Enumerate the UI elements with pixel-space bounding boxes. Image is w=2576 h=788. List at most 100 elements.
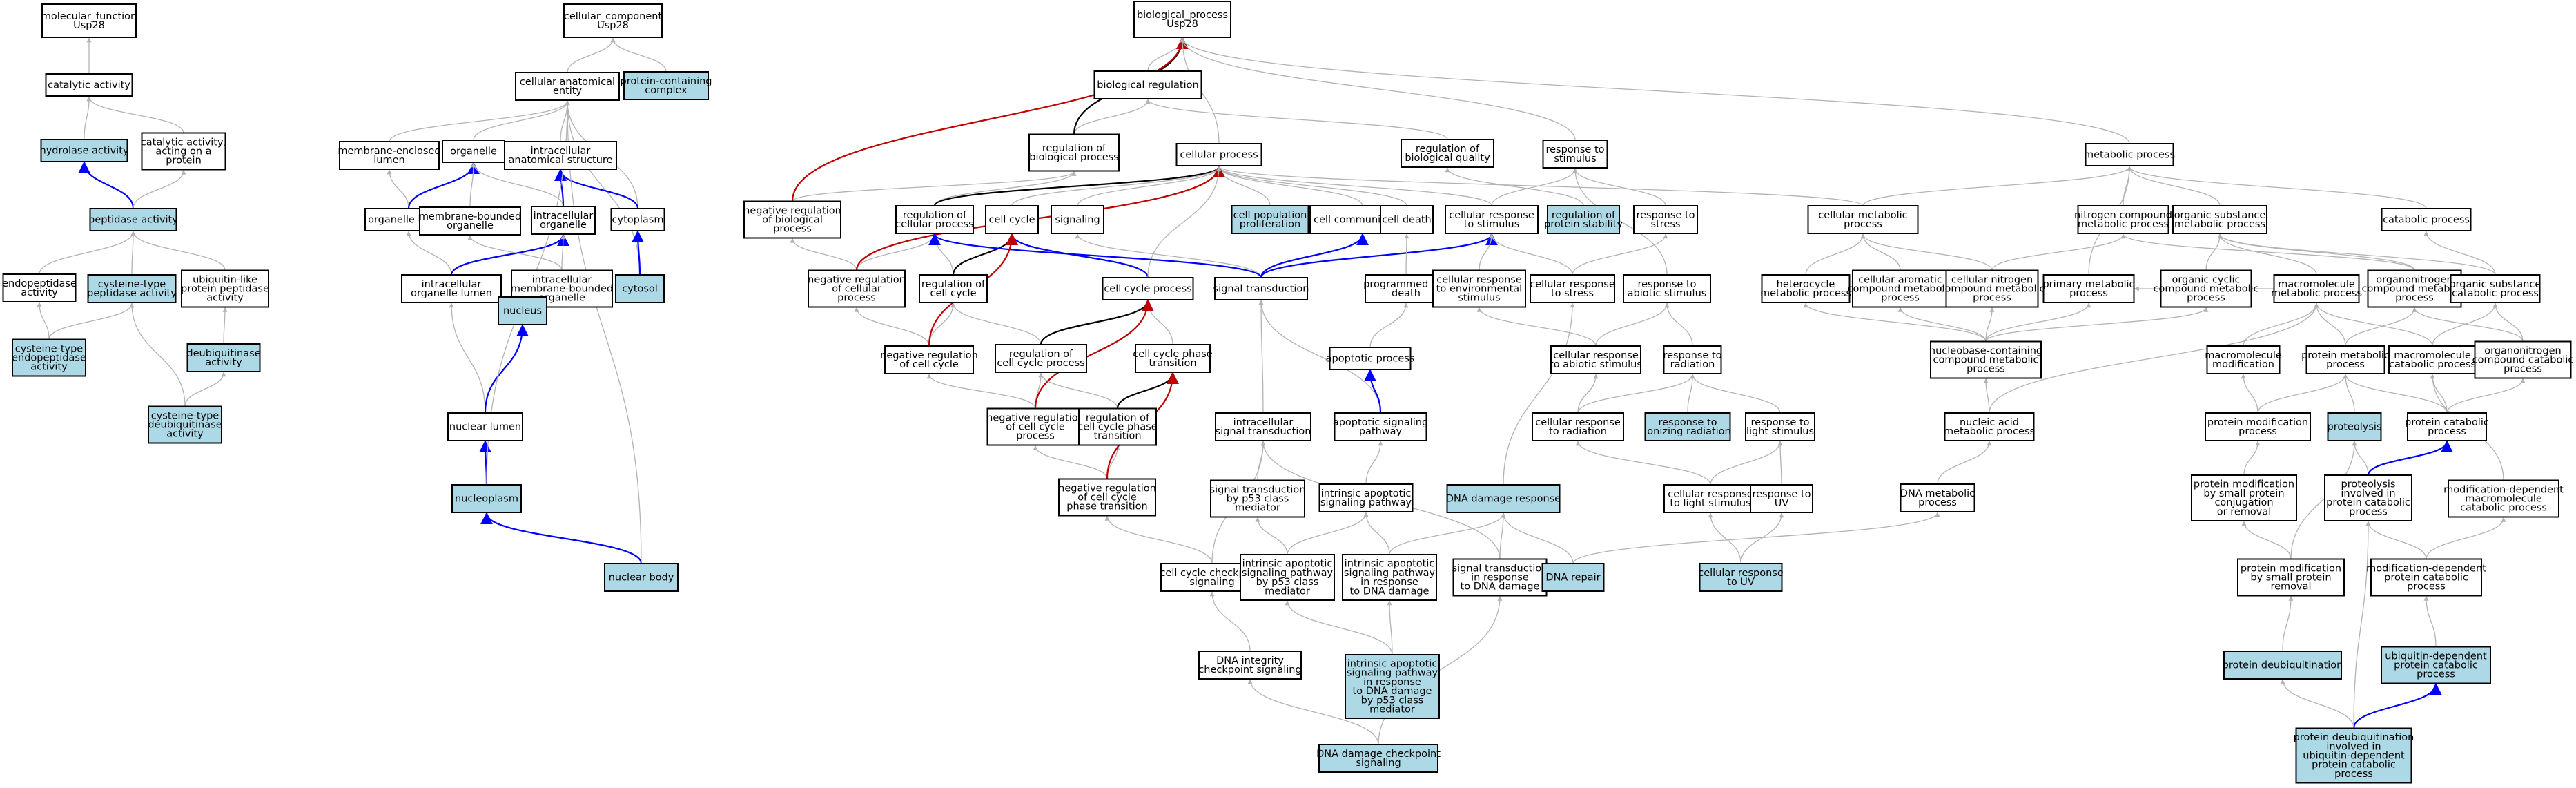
edge-intracell_signal-to-signal_transduction (1258, 300, 1264, 414)
node-label-line: macromolecule (2205, 350, 2282, 361)
node-label-line: process (2417, 669, 2455, 680)
edge-cys_deubiquitinase-to-cys_peptidase (129, 302, 186, 407)
node-box (2448, 479, 2559, 518)
node-box (1198, 651, 1302, 680)
node-label-line: cellular response (1436, 274, 1522, 285)
node-box (1900, 483, 1975, 512)
edge-signaling-to-cellular_process (1077, 166, 1222, 206)
node-cell-cycle: cell cycle (985, 205, 1039, 234)
edge-resp_radiation-to-resp_abiotic (1664, 302, 1693, 347)
node-label-line: peptidase activity (87, 288, 177, 299)
node-label-line: proteolysis (2341, 479, 2396, 490)
node-box (1530, 274, 1615, 303)
node-box (515, 72, 620, 101)
node-label-line: macromolecule (2465, 494, 2542, 505)
node-label-line: regulation of (1009, 349, 1073, 360)
node-label-line: to environmental (1436, 284, 1522, 295)
node-box (1547, 205, 1620, 234)
node-label-line: ubiquitin-like (193, 274, 257, 285)
node-box (1318, 744, 1438, 773)
node-label-line: apoptotic signaling (1333, 417, 1428, 428)
node-label-line: organelle (450, 146, 497, 157)
edge-signal_transduction-to-cell_resp_stim (1260, 233, 1498, 278)
node-box (2273, 274, 2360, 303)
node-label-line: by p53 class (1227, 494, 1289, 505)
node-box (1542, 140, 1608, 169)
edge-organelle_lumen-to-organelle (407, 162, 480, 209)
node-box (2474, 340, 2572, 379)
node-box (1334, 412, 1427, 441)
node-label-line: modification-dependent (2443, 484, 2564, 495)
edge-cytosol-to-cytoplasm (632, 230, 645, 276)
edge-proteolysis_catab-to-proteolysis (2352, 441, 2369, 476)
node-label-line: involved in (2326, 741, 2381, 752)
node-label-line: process (2428, 426, 2466, 437)
edge-reg_cc_process-to-reg_cell_cycle (950, 302, 1042, 345)
edge-heterocycle_metab-to-cell_metabolic (1805, 233, 1866, 276)
node-box (1051, 205, 1104, 234)
node-box (12, 338, 86, 377)
edge-org_cyclic_metab-to-organic_metab (2205, 233, 2223, 271)
node-cellular-process: cellular process (1175, 143, 1262, 166)
node-label-line: intracellular (422, 279, 482, 290)
edge-peptidase-to-catalytic_protein (133, 169, 186, 209)
node-box (1750, 484, 1813, 513)
edge-prot_deubiq_ub-to-prot_deubiq (2280, 679, 2354, 729)
node-box (1532, 412, 1624, 441)
node-label-line: compound metabolic (2362, 284, 2468, 295)
node-box (1944, 412, 2035, 441)
node-box (2450, 274, 2541, 303)
node-box (623, 71, 709, 100)
node-box (531, 206, 596, 235)
edge-cell_comm-to-cellular_process (1216, 166, 1363, 206)
node-label-line: biological_process (1137, 10, 1228, 21)
node-box (2324, 474, 2412, 521)
node-box (986, 407, 1084, 446)
edge-organonitrogen_metab-to-nitrogen_metab (2120, 233, 2415, 271)
edge-protein_mod-to-protein_metab (2257, 374, 2348, 414)
node-label-line: negative regulation (808, 274, 906, 285)
node-label-line: signaling pathway (1344, 568, 1436, 579)
node-box (2172, 205, 2267, 234)
node-label-line: process (2395, 293, 2434, 304)
node-label-line: activity (21, 287, 58, 298)
node-label-line: protein-containing (620, 76, 712, 87)
edge-protein_catab-to-protein_metab (2343, 374, 2448, 414)
node-box (2367, 269, 2462, 308)
node-label-line: stimulus (1554, 153, 1596, 164)
edge-cc_checkpoint-to-neg_reg_cc_phase (1104, 515, 1213, 564)
edge-signal_transduction-to-cell_comm (1260, 233, 1369, 278)
edge-deubiquitinase-to-ubl_peptidase (222, 307, 228, 345)
node-label-line: cellular nitrogen (1951, 274, 2033, 285)
node-label-line: in response (1471, 573, 1529, 584)
node-label-line: process (2069, 288, 2108, 299)
node-label-line: process (2504, 364, 2542, 375)
node-box (2085, 143, 2174, 166)
node-label-line: organic substance (2174, 210, 2266, 221)
node-label-line: cell cycle process (1104, 284, 1191, 295)
node-box (563, 3, 663, 38)
edge-cytosol-to-anat_entity (565, 100, 641, 276)
node-box (1231, 205, 1309, 234)
node-label-line: anatomical structure (509, 155, 613, 166)
node-label-line: signal transduction (1452, 563, 1548, 574)
edge-cell_resp_abiotic-to-cell_resp_env (1476, 307, 1597, 347)
edge-resp_uv-to-resp_light (1777, 441, 1783, 486)
node-box (2305, 345, 2385, 374)
